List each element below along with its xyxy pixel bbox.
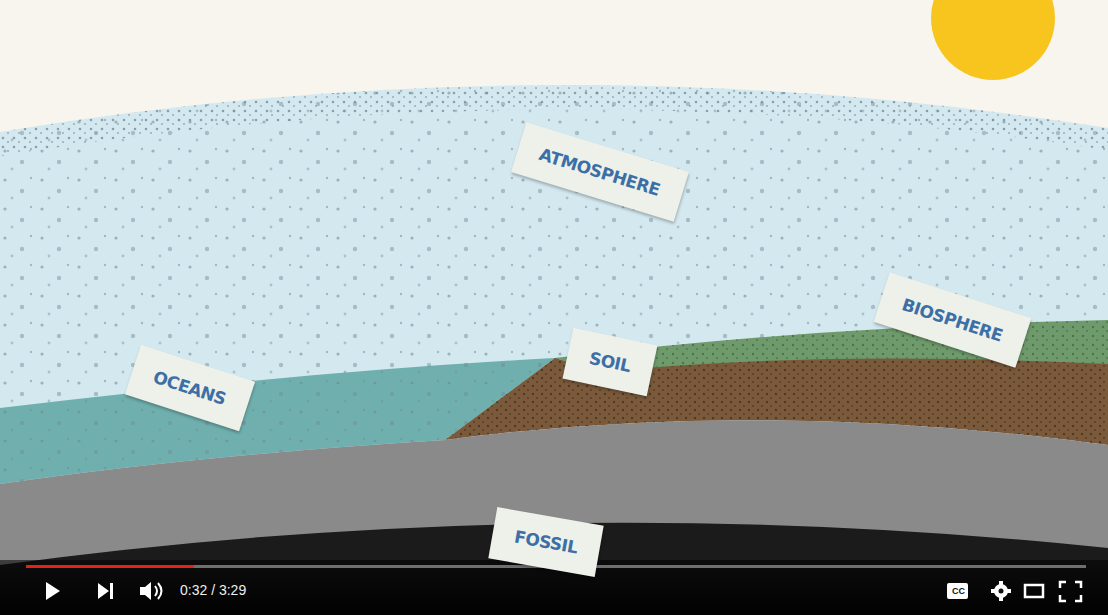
settings-icon — [991, 581, 1011, 601]
tag-text: SOIL — [587, 348, 632, 376]
next-icon — [98, 583, 113, 599]
tag-text: OCEANS — [151, 367, 229, 410]
play-icon — [46, 582, 60, 600]
volume-icon — [140, 582, 151, 600]
cc-icon — [947, 583, 968, 599]
cc-text: CC — [952, 586, 965, 596]
theater-icon — [1025, 585, 1043, 597]
tag-text: FOSSIL — [513, 527, 580, 558]
time-display: 0:32 / 3:29 — [180, 582, 246, 598]
fullscreen-icon — [1060, 582, 1081, 601]
